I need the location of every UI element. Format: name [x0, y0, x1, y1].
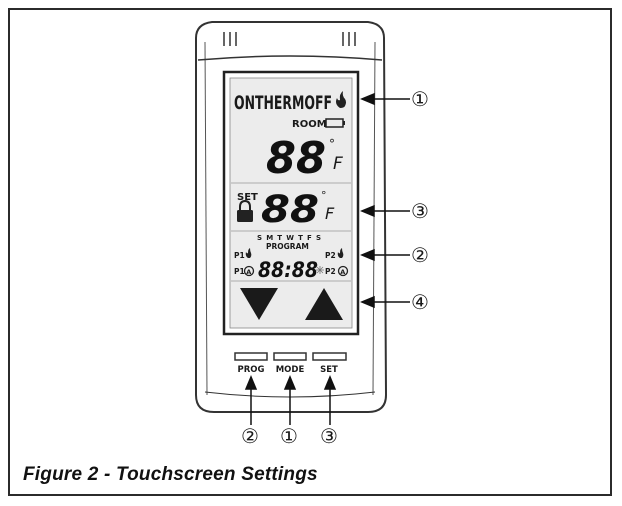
- callout-number-set-button: ③: [320, 424, 338, 448]
- mode-button-label: MODE: [276, 365, 305, 375]
- callout-number-set: ③: [411, 199, 429, 223]
- p1-flame-icon: [245, 248, 252, 258]
- svg-text:A: A: [246, 268, 251, 276]
- device-top-band: [197, 55, 383, 61]
- callout-number-arrows: ④: [411, 290, 429, 314]
- callout-number-mode-button: ①: [280, 424, 298, 448]
- callout-number-program: ②: [411, 243, 429, 267]
- mode-indicator-text: ONTHERMOFF: [234, 93, 332, 114]
- p2-auto-icon: A: [337, 265, 349, 277]
- set-temperature: 88: [261, 188, 319, 231]
- down-arrow-icon[interactable]: [240, 288, 278, 320]
- room-label: ROOM: [292, 119, 327, 130]
- prog-button-label: PROG: [238, 365, 265, 375]
- battery-icon: [325, 118, 345, 128]
- p2-auto-label: P2: [325, 267, 336, 276]
- p2-heat-label: P2: [325, 251, 336, 260]
- program-label: PROGRAM: [266, 242, 309, 251]
- set-label: SET: [237, 192, 258, 203]
- room-degree-symbol: °: [329, 137, 335, 151]
- lock-icon: [237, 199, 253, 222]
- p1-auto-label: P1: [234, 267, 245, 276]
- room-temperature: 88: [266, 133, 326, 184]
- set-button-label: SET: [320, 365, 338, 375]
- callout-arrowhead-set: [360, 204, 375, 218]
- callout-arrowhead-mode-button: [283, 375, 297, 390]
- figure-caption: Figure 2 - Touchscreen Settings: [23, 464, 318, 485]
- p2-flame-icon: [337, 248, 344, 258]
- up-arrow-icon[interactable]: [305, 288, 343, 320]
- set-button[interactable]: [312, 352, 347, 361]
- grip-marks-right: [342, 32, 356, 46]
- prog-button[interactable]: [234, 352, 268, 361]
- flame-icon: [336, 91, 346, 108]
- weekday-row: S M T W T F S: [257, 234, 321, 242]
- callout-arrowhead-program: [360, 248, 375, 262]
- callout-arrowhead-set-button: [323, 375, 337, 390]
- program-clock: 88:88: [258, 258, 318, 282]
- grip-marks-left: [223, 32, 237, 46]
- p1-auto-icon: A: [243, 265, 255, 277]
- p1-heat-label: P1: [234, 251, 245, 260]
- device-left-edge: [204, 41, 208, 396]
- callout-arrowhead-prog-button: [244, 375, 258, 390]
- set-degree-symbol: °: [321, 189, 327, 202]
- callout-arrowhead-mode: [360, 92, 375, 106]
- callout-number-mode: ①: [411, 87, 429, 111]
- snowflake-icon: [316, 266, 324, 274]
- callout-number-prog-button: ②: [241, 424, 259, 448]
- svg-text:A: A: [340, 268, 345, 276]
- room-unit-label: F: [333, 154, 343, 174]
- callout-arrowhead-arrows: [360, 295, 375, 309]
- set-unit-label: F: [325, 204, 335, 223]
- mode-button[interactable]: [273, 352, 307, 361]
